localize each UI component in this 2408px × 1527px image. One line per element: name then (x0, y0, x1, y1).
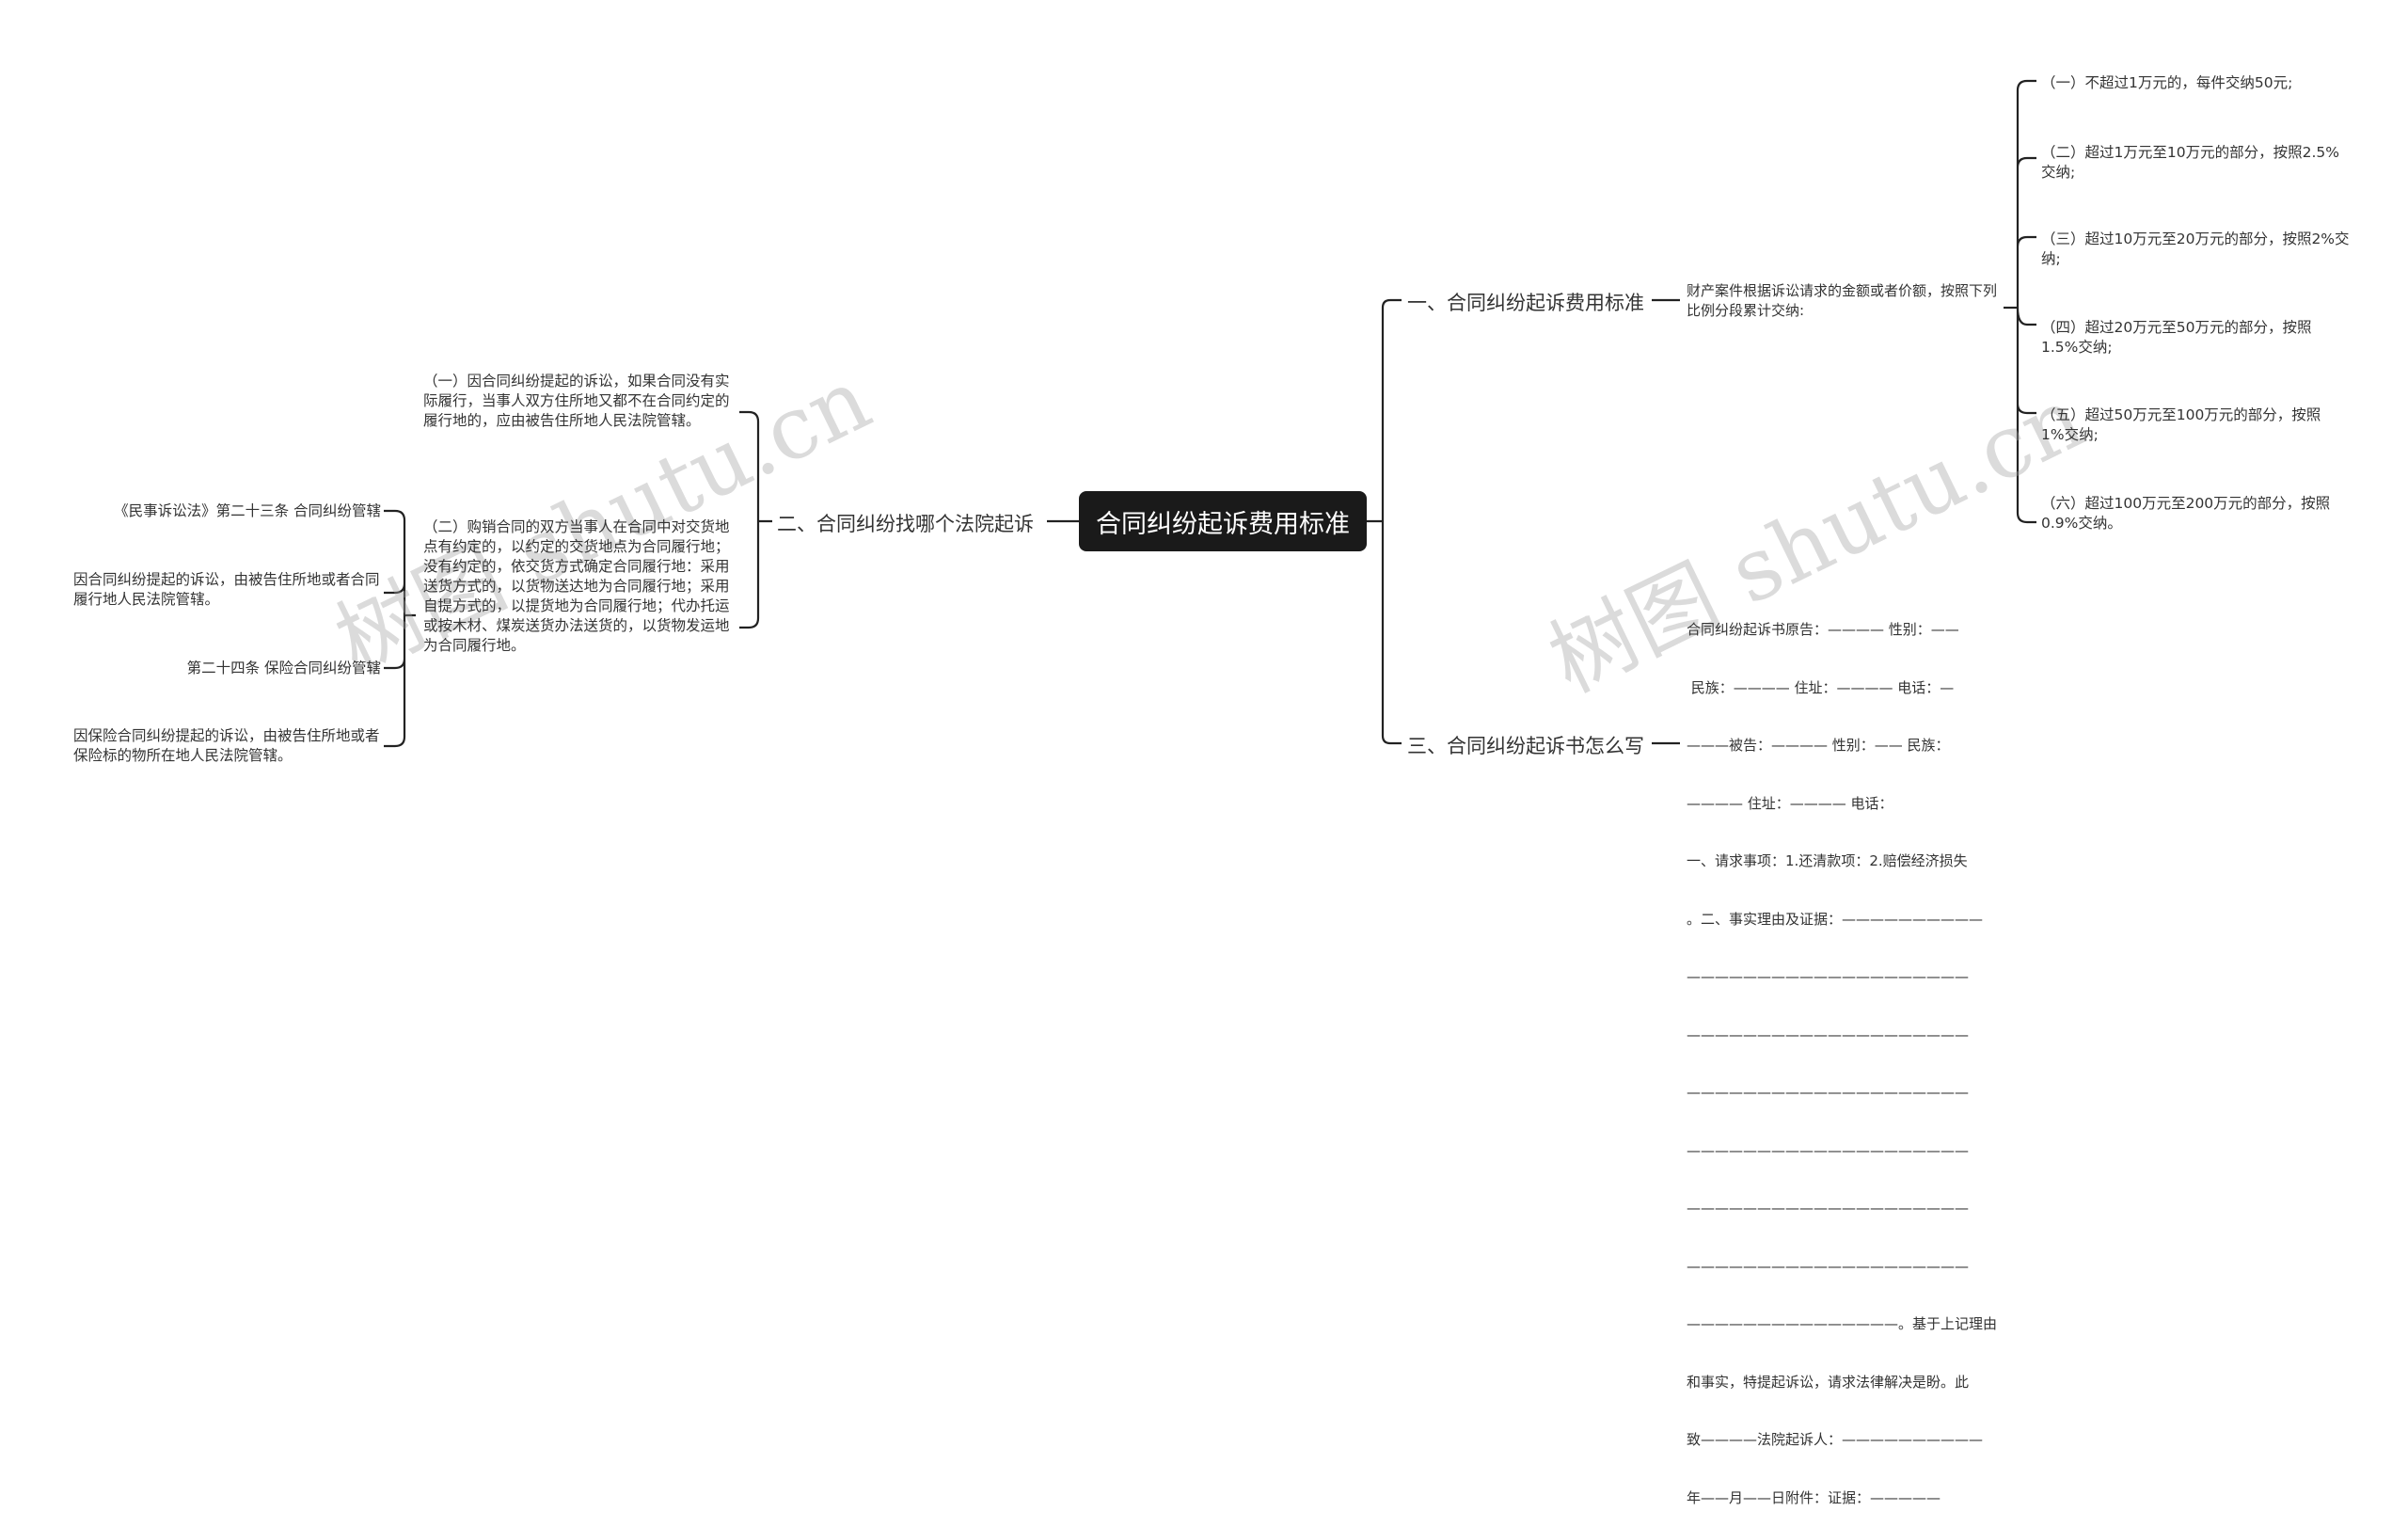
branch-1-intro[interactable]: 财产案件根据诉讼请求的金额或者价额，按照下列比例分段累计交纳: (1687, 282, 1998, 319)
fee-item-2[interactable]: （二）超过1万元至10万元的部分，按照2.5%交纳; (2041, 144, 2339, 181)
template-line: 致————法院起诉人：—————————— (1687, 1431, 1984, 1448)
template-line: ———————————————————— (1687, 1084, 1969, 1101)
fee-item-1[interactable]: （一）不超过1万元的，每件交纳50元; (2041, 74, 2293, 91)
template-line: ———————————————————— (1687, 1200, 1969, 1217)
law-article-24-text[interactable]: 因保险合同纠纷提起的诉讼，由被告住所地或者保险标的物所在地人民法院管辖。 (73, 727, 380, 764)
template-line: ———被告：———— 性别：—— 民族： (1687, 737, 1950, 754)
branch-2-label[interactable]: 二、合同纠纷找哪个法院起诉 (777, 513, 1034, 535)
law-article-23-text[interactable]: 因合同纠纷提起的诉讼，由被告住所地或者合同履行地人民法院管辖。 (73, 571, 380, 608)
branch-3-label[interactable]: 三、合同纠纷起诉书怎么写 (1407, 735, 1644, 757)
root-title: 合同纠纷起诉费用标准 (1096, 509, 1350, 539)
template-line: 和事实，特提起诉讼，请求法律解决是盼。此 (1687, 1373, 1970, 1391)
template-line: ———————————————。基于上记理由 (1687, 1315, 1998, 1332)
template-line: 民族：———— 住址：———— 电话：— (1687, 678, 1955, 696)
root-node[interactable]: 合同纠纷起诉费用标准 (1079, 491, 1367, 551)
template-line: 合同纠纷起诉书原告：———— 性别：—— (1687, 621, 1959, 638)
template-line: ———— 住址：———— 电话： (1687, 794, 1893, 812)
fee-item-5[interactable]: （五）超过50万元至100万元的部分，按照1%交纳; (2041, 406, 2321, 443)
complaint-template[interactable]: 合同纠纷起诉书原告：———— 性别：—— 民族：———— 住址：———— 电话：… (1687, 581, 2006, 1527)
template-line: ———————————————————— (1687, 1026, 1969, 1043)
branch-1-label[interactable]: 一、合同纠纷起诉费用标准 (1407, 292, 1644, 314)
fee-item-6[interactable]: （六）超过100万元至200万元的部分，按照0.9%交纳。 (2041, 495, 2331, 532)
template-line: 年——月——日附件：证据：————— (1687, 1488, 1941, 1506)
template-line: ———————————————————— (1687, 1257, 1969, 1275)
connector-lines (384, 79, 2036, 748)
law-article-23[interactable]: 《民事诉讼法》第二十三条 合同纠纷管辖 (114, 502, 381, 519)
template-line: ———————————————————— (1687, 1141, 1969, 1159)
court-item-1[interactable]: （一）因合同纠纷提起的诉讼，如果合同没有实际履行，当事人双方住所地又都不在合同约… (423, 373, 730, 429)
court-item-2[interactable]: （二）购销合同的双方当事人在合同中对交货地点有约定的，以约定的交货地点为合同履行… (423, 518, 730, 654)
fee-item-4[interactable]: （四）超过20万元至50万元的部分，按照1.5%交纳; (2041, 319, 2312, 356)
template-line: 一、请求事项：1.还清款项：2.赔偿经济损失 (1687, 852, 1968, 869)
template-line: ———————————————————— (1687, 968, 1969, 985)
template-line: 。二、事实理由及证据：—————————— (1687, 910, 1984, 928)
law-article-24[interactable]: 第二十四条 保险合同纠纷管辖 (186, 660, 381, 676)
fee-item-3[interactable]: （三）超过10万元至20万元的部分，按照2%交纳; (2041, 231, 2350, 267)
